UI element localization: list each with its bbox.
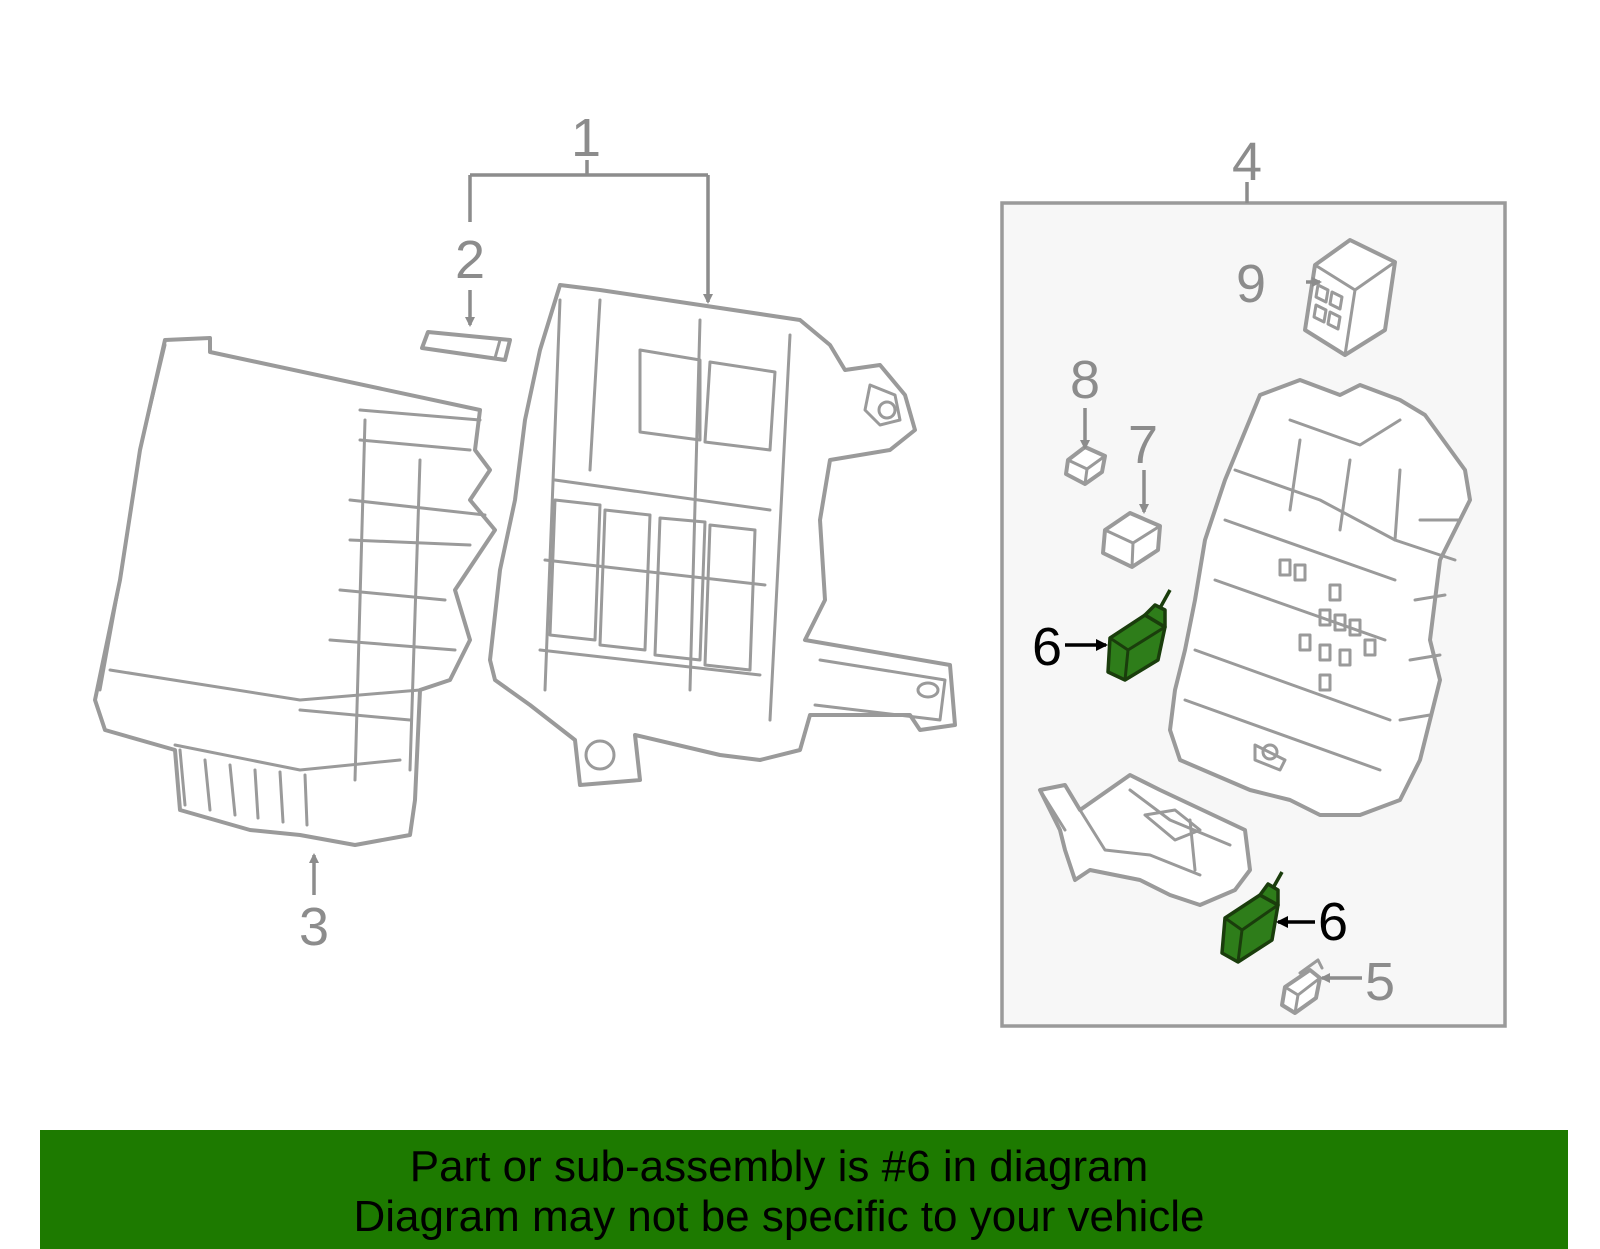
callout-6-upper: 6	[1032, 617, 1062, 677]
part-3-module-housing[interactable]	[93, 336, 497, 847]
callout-5: 5	[1365, 952, 1395, 1012]
part-9-relay[interactable]	[1303, 238, 1397, 357]
part-1-junction-box[interactable]	[488, 283, 957, 787]
callout-3: 3	[299, 897, 329, 957]
callout-4: 4	[1232, 132, 1262, 192]
part-4-lower-bracket	[1038, 773, 1252, 907]
callout-7: 7	[1128, 415, 1158, 475]
part-4-fuse-box[interactable]	[1168, 378, 1472, 817]
part-5-terminal[interactable]	[1280, 958, 1324, 1015]
banner-line-1: Part or sub-assembly is #6 in diagram	[409, 1142, 1149, 1191]
part-6-fuse-lower[interactable]	[1220, 871, 1284, 964]
callout-8: 8	[1070, 350, 1100, 410]
banner-line-2: Diagram may not be specific to your vehi…	[353, 1192, 1205, 1241]
callout-6-lower: 6	[1318, 892, 1348, 952]
part-7-relay-block[interactable]	[1101, 511, 1162, 569]
part-2-fuse-block[interactable]	[420, 330, 512, 362]
info-banner: Part or sub-assembly is #6 in diagram Di…	[40, 1130, 1568, 1249]
part-6-fuse-upper[interactable]	[1106, 589, 1172, 682]
callout-1: 1	[571, 108, 601, 168]
callout-9: 9	[1236, 254, 1266, 314]
leader-lines	[309, 160, 1362, 983]
callout-2: 2	[455, 230, 485, 290]
